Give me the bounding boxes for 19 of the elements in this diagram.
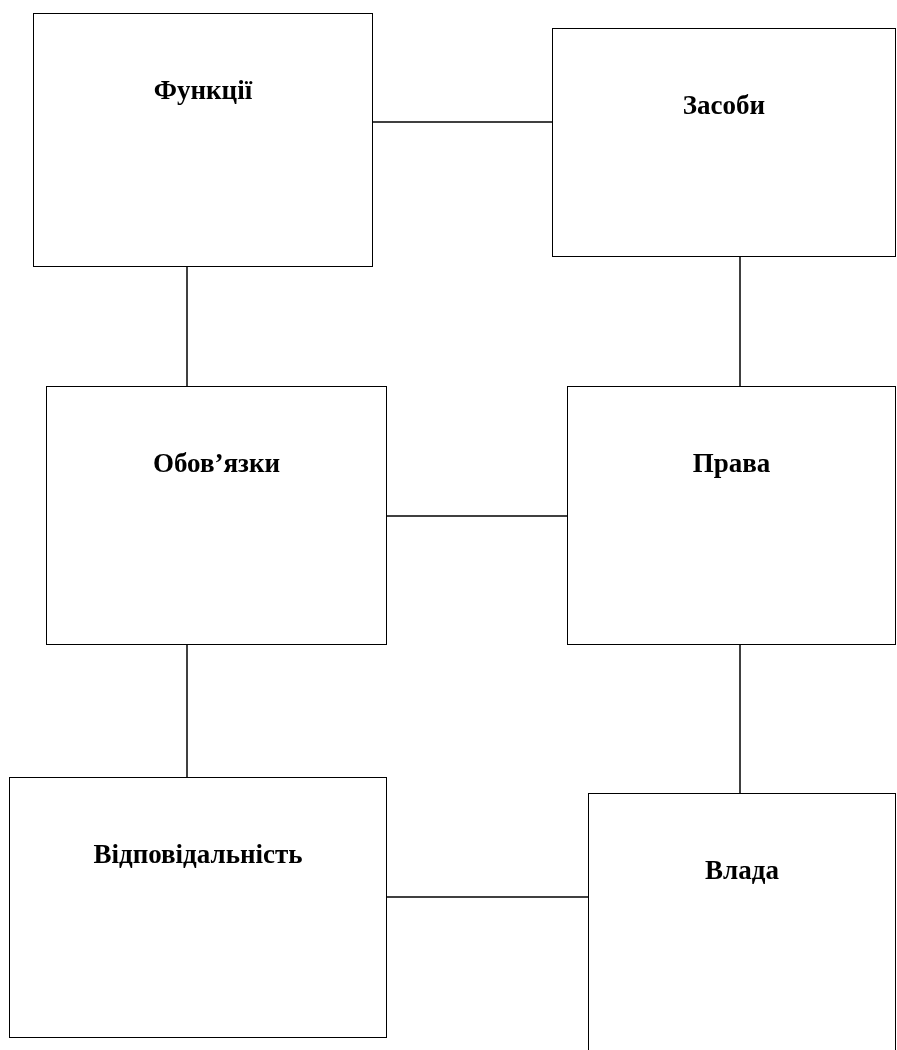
connector-line: [186, 266, 188, 387]
box-title: Функції: [153, 74, 253, 107]
concept-box: [588, 793, 896, 1050]
concept-box: [567, 386, 896, 645]
connector-line: [739, 256, 741, 387]
concept-box: [33, 13, 373, 267]
connector-line: [372, 121, 553, 123]
box-title: Засоби: [682, 89, 766, 122]
connector-line: [386, 515, 568, 517]
concept-box: [9, 777, 387, 1038]
concept-box: [46, 386, 387, 645]
connector-line: [386, 896, 589, 898]
connector-line: [739, 644, 741, 794]
box-title: Права: [692, 447, 771, 480]
box-title: Влада: [705, 854, 779, 887]
box-title: Обов’язки: [152, 447, 281, 480]
concept-box: [552, 28, 896, 257]
box-title: Відповідальність: [93, 838, 303, 871]
connector-line: [186, 644, 188, 778]
